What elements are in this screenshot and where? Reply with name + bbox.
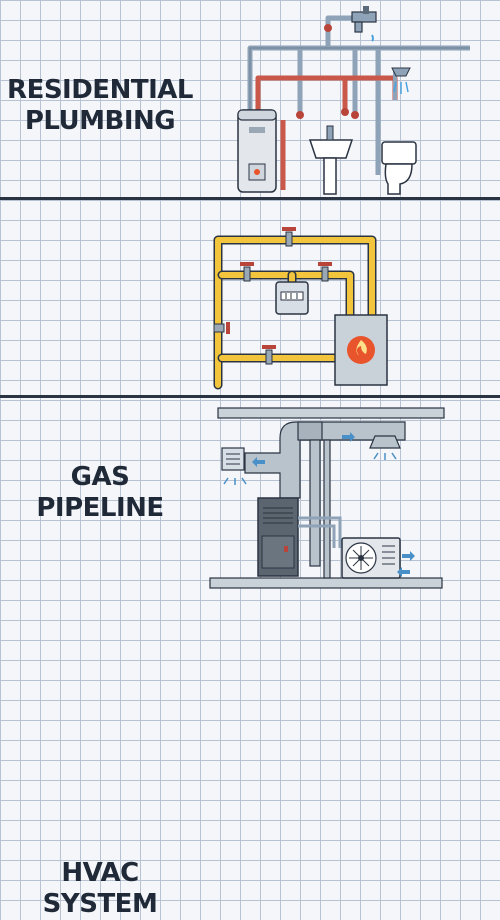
floor-slab <box>209 577 443 589</box>
gas-meter-icon <box>275 281 309 315</box>
ceiling-slab <box>217 407 445 419</box>
airflow-lines <box>223 452 397 485</box>
gas-diagram <box>213 227 388 390</box>
pipe-outline <box>249 47 470 110</box>
hvac-title-line2: SYSTEM <box>42 889 158 919</box>
gas-pipes <box>213 235 377 390</box>
gas-valve-icons <box>213 227 332 365</box>
plumbing-title-line1: RESIDENTIAL <box>7 75 193 105</box>
return-grille-icon <box>221 447 245 471</box>
outdoor-faucet-icon <box>351 6 377 42</box>
valve-icons <box>296 24 359 119</box>
hvac-diagram <box>209 407 445 589</box>
airflow-arrows <box>252 432 415 577</box>
gas-boiler-icon <box>334 314 388 386</box>
gas-title-line2: PIPELINE <box>36 493 164 523</box>
plumbing-title: RESIDENTIAL PLUMBING <box>0 75 200 137</box>
furnace-icon <box>257 497 299 577</box>
gas-title-line1: GAS <box>70 462 130 492</box>
hvac-title: HVAC SYSTEM <box>0 858 200 920</box>
section-divider <box>0 395 500 398</box>
plumbing-title-line2: PLUMBING <box>24 106 176 136</box>
gas-title: GAS PIPELINE <box>0 462 200 524</box>
hvac-ducts <box>244 421 406 579</box>
hvac-title-line1: HVAC <box>61 858 139 888</box>
water-heater-icon <box>237 109 277 193</box>
plumbing-section: RESIDENTIAL PLUMBING <box>0 0 500 198</box>
gas-section: GAS PIPELINE <box>0 200 500 523</box>
hvac-section: HVAC SYSTEM <box>0 398 500 919</box>
sink-icon <box>308 125 354 195</box>
cold-water-pipes <box>247 15 470 175</box>
section-divider <box>0 197 500 200</box>
shower-head-icon <box>391 67 411 100</box>
refrigerant-lines <box>298 516 342 548</box>
ac-condenser-icon <box>341 537 401 579</box>
toilet-icon <box>381 141 417 195</box>
plumbing-diagram <box>237 6 470 195</box>
